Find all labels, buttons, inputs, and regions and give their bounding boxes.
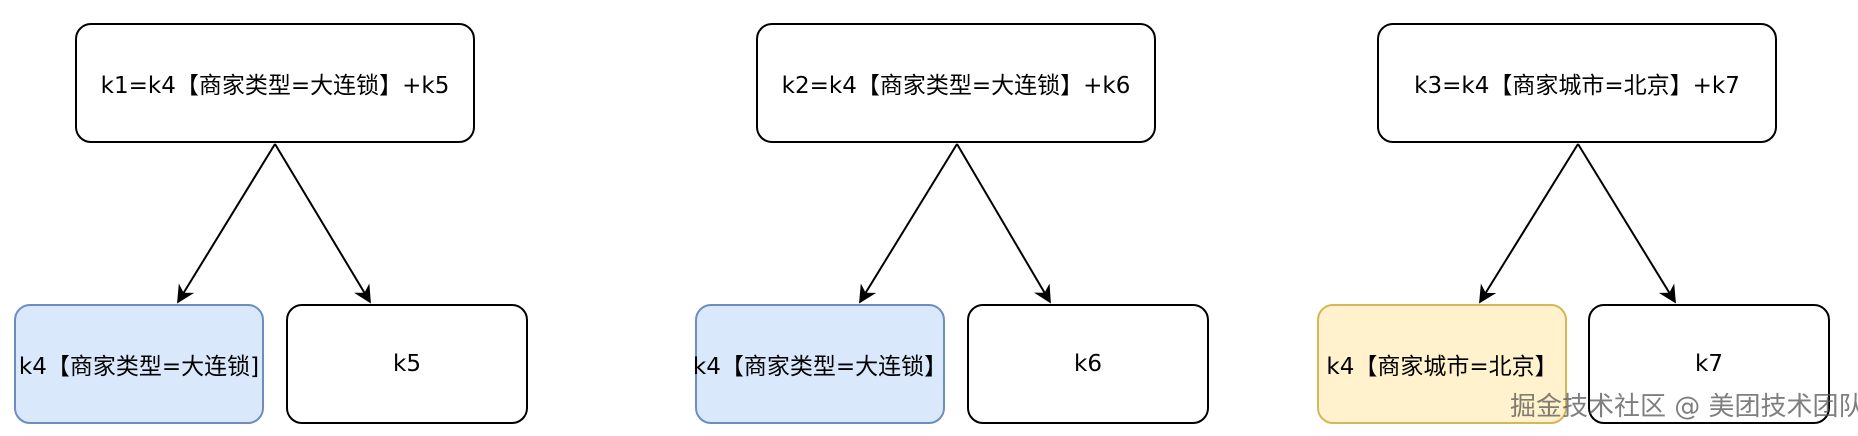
edge-tree2-right (956, 143, 1051, 304)
edge-tree1-right (274, 143, 371, 304)
tree2-left-node: k4【商家类型=大连锁】 (693, 304, 947, 424)
tree2-right-node: k6 (967, 304, 1209, 424)
edge-tree2-left (859, 143, 958, 304)
edge-tree1-left (177, 143, 276, 304)
tree1-left-node: k4【商家类型=大连锁] (14, 304, 264, 424)
tree1-right-node: k5 (286, 304, 528, 424)
tree3-right-node: k7 (1588, 304, 1830, 424)
edge-tree3-right (1577, 143, 1676, 304)
tree1-root-node: k1=k4【商家类型=大连锁】+k5 (75, 23, 475, 143)
watermark-text: 掘金技术社区 @ 美团技术团队 (1510, 392, 1858, 422)
edge-tree3-left (1479, 143, 1579, 304)
tree2-root-node: k2=k4【商家类型=大连锁】+k6 (756, 23, 1156, 143)
tree3-left-node: k4【商家城市=北京】 (1317, 304, 1567, 424)
tree3-root-node: k3=k4【商家城市=北京】+k7 (1377, 23, 1777, 143)
